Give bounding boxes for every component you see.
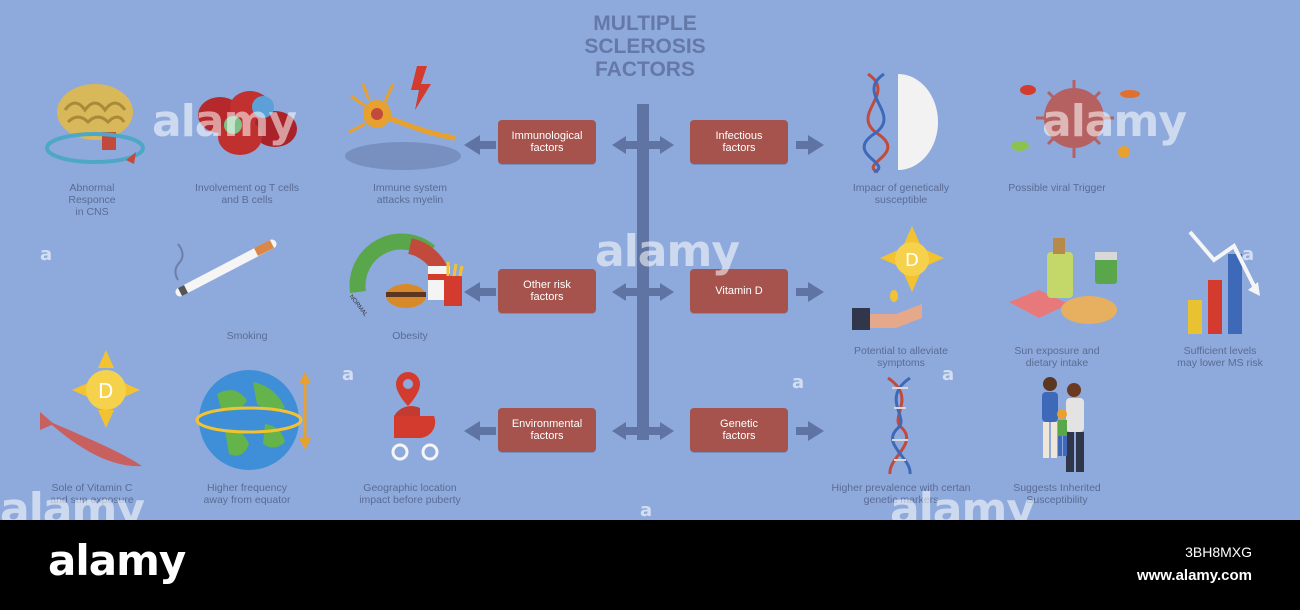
svg-text:D: D xyxy=(98,379,113,403)
arrow-other-risk xyxy=(464,282,480,302)
fish-icon: D xyxy=(40,350,142,467)
bar-chart-icon xyxy=(1188,230,1260,334)
cigarette-icon xyxy=(174,239,277,297)
watermark-letter: a xyxy=(40,244,53,265)
caption-geographic: Geographic location impact before pubert… xyxy=(359,482,461,506)
caption-lower-risk: Sufficient levels may lower MS risk xyxy=(1177,345,1263,369)
caption-immune-attack: Immune system attacks myelin xyxy=(372,182,448,206)
dna-strand-icon xyxy=(887,376,912,475)
blood-cells-icon xyxy=(198,91,297,155)
central-connector xyxy=(464,104,824,441)
title-line-2: SCLEROSIS xyxy=(584,35,706,58)
caption-viral-trigger: Possible viral Trigger xyxy=(1008,182,1106,194)
immunological-factors-box: Immunological factors xyxy=(498,120,596,164)
watermark-letter: a xyxy=(1242,244,1255,265)
vitamin-d-sun-icon: D xyxy=(852,226,944,330)
svg-text:D: D xyxy=(905,250,919,271)
image-id: 3BH8MXG xyxy=(1185,544,1252,560)
arrow-genetic xyxy=(808,421,824,441)
brain-icon xyxy=(45,84,145,164)
caption-alleviate: Potential to alleviate symptoms xyxy=(854,345,948,369)
other-risk-factors-box: Other risk factors xyxy=(498,269,596,313)
branch-row-2 xyxy=(623,288,663,296)
caption-genetically-susceptible: Impacr of genetically susceptible xyxy=(852,182,950,206)
neuron-icon xyxy=(345,66,461,170)
caption-genetic-markers: Higher prevalence with certan genetic ma… xyxy=(831,482,971,506)
site-url: www.alamy.com xyxy=(1136,567,1252,584)
watermark-letter: a xyxy=(342,364,355,385)
caption-sun-dietary: Sun exposure and dietary intake xyxy=(1014,345,1100,369)
branch-row-3 xyxy=(623,427,663,435)
branch-arrow-right-2 xyxy=(660,283,674,301)
page-title: MULTIPLE SCLEROSIS FACTORS xyxy=(545,12,745,81)
caption-abnormal-response: Abnormal Responce in CNS xyxy=(68,182,116,218)
caption-equator: Higher frequency away from equator xyxy=(203,482,291,506)
footer-bar xyxy=(0,520,1300,610)
branch-arrow-left-1 xyxy=(612,136,626,154)
branch-arrow-left-3 xyxy=(612,422,626,440)
caption-t-b-cells: Involvement og T cells and B cells xyxy=(194,182,300,206)
dietary-food-icon xyxy=(1009,238,1117,324)
vertical-stem xyxy=(637,104,649,440)
globe-icon xyxy=(195,370,311,470)
fast-food-icon xyxy=(349,233,464,308)
watermark-letter: a xyxy=(792,372,805,393)
vitamin-d-box: Vitamin D xyxy=(690,269,788,313)
caption-smoking: Smoking xyxy=(226,330,268,342)
arrow-environmental xyxy=(464,421,480,441)
dna-icon xyxy=(862,72,938,174)
arrow-vitamin-d xyxy=(808,282,824,302)
branch-arrow-left-2 xyxy=(612,283,626,301)
watermark-letter: a xyxy=(640,500,653,520)
arrow-immunological xyxy=(464,135,480,155)
branch-arrow-right-3 xyxy=(660,422,674,440)
caption-inherited: Suggests Inherited Susceptibility xyxy=(1013,482,1101,506)
title-line-1: MULTIPLE xyxy=(593,12,697,35)
family-icon xyxy=(1042,377,1084,472)
branch-row-1 xyxy=(623,141,663,149)
infectious-factors-box: Infectious factors xyxy=(690,120,788,164)
arrow-infectious xyxy=(808,135,824,155)
infographic-canvas: MULTIPLE SCLEROSIS FACTORS xyxy=(0,0,1300,520)
branch-arrow-right-1 xyxy=(660,136,674,154)
stroller-icon xyxy=(391,372,439,461)
alamy-logo: alamy xyxy=(48,536,186,585)
virus-icon xyxy=(1011,80,1140,158)
caption-obesity: Obesity xyxy=(392,330,428,342)
watermark-letter: a xyxy=(942,364,955,385)
genetic-factors-box: Genetic factors xyxy=(690,408,788,452)
environmental-factors-box: Environmental factors xyxy=(498,408,596,452)
caption-vitamin-c: Sole of Vitamin C and sun exposure xyxy=(50,482,134,506)
title-line-3: FACTORS xyxy=(595,58,695,81)
